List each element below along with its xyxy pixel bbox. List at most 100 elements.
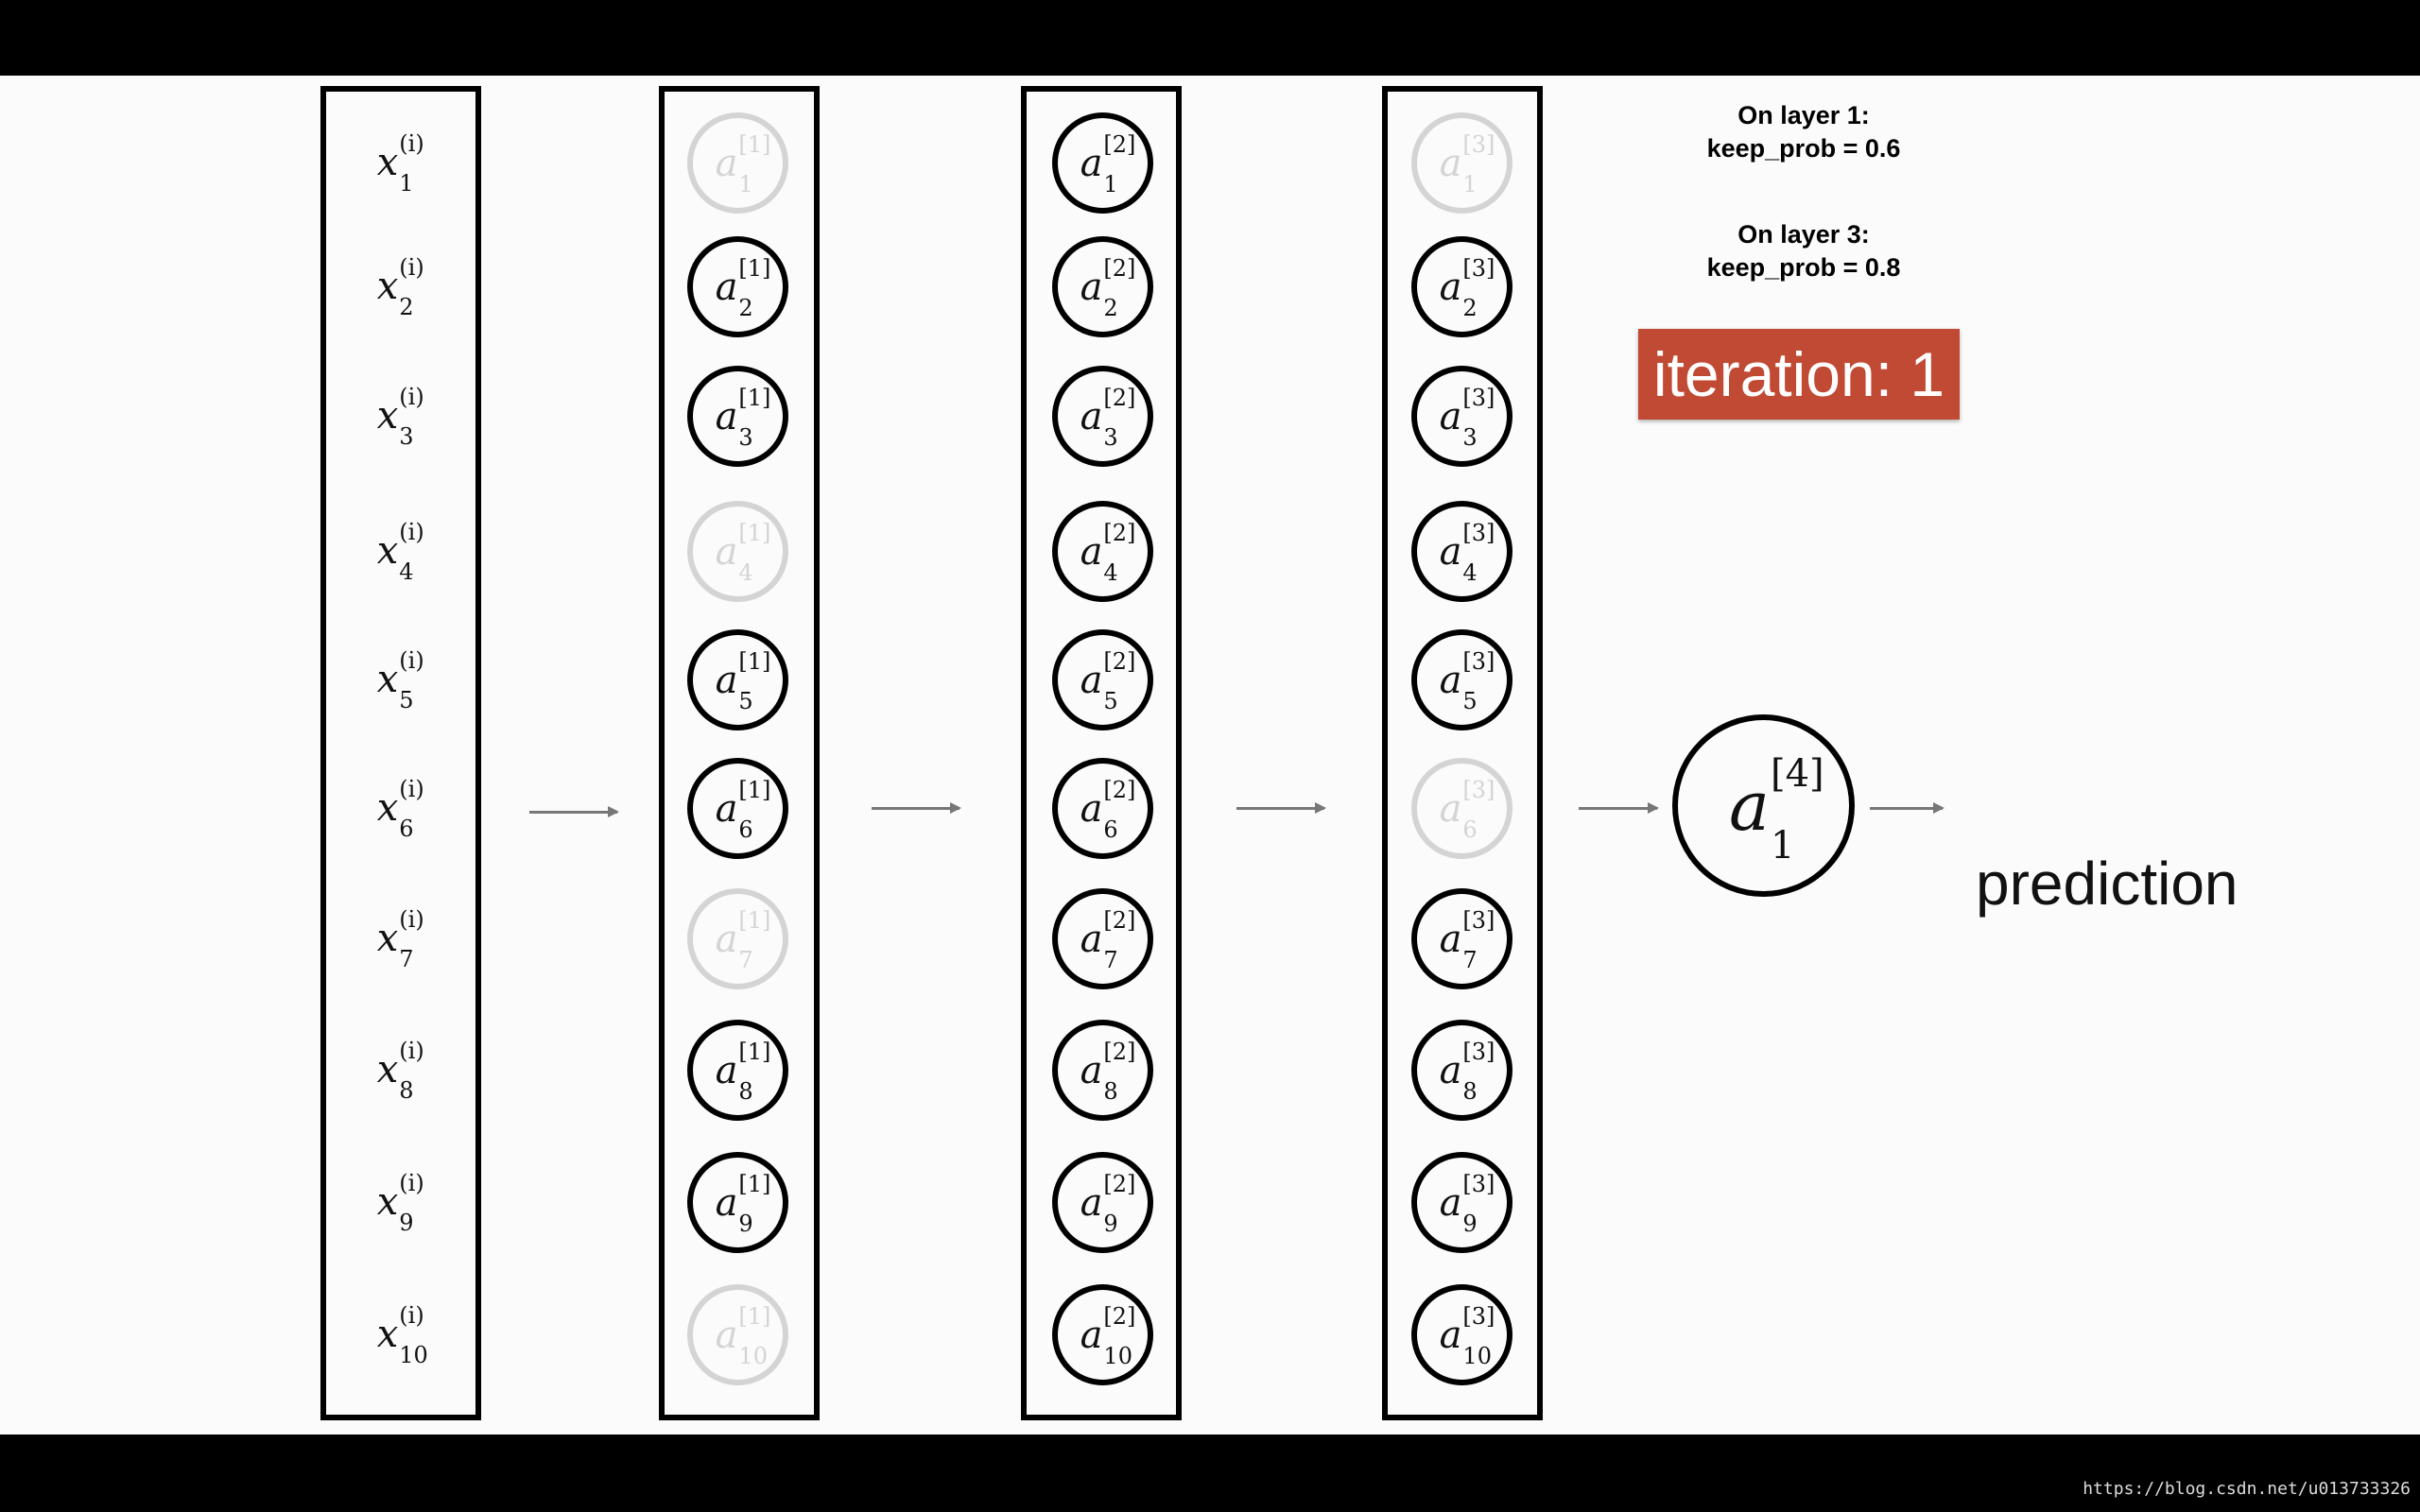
- output-neuron: a [4] 1: [1672, 714, 1855, 897]
- neuron-l1-8-base: a: [715, 1048, 738, 1092]
- neuron-l3-8: a[3]8: [1411, 1020, 1512, 1121]
- neuron-l3-7-sub: 7: [1462, 946, 1478, 973]
- neuron-l3-9-sup: [3]: [1462, 1170, 1495, 1197]
- neuron-l2-9-base: a: [1080, 1180, 1103, 1225]
- neuron-l3-3-base: a: [1439, 394, 1462, 438]
- neuron-l3-3-sup: [3]: [1462, 384, 1495, 411]
- input-feature-7-sub: 7: [399, 946, 414, 972]
- input-feature-6-sub: 6: [399, 816, 414, 842]
- neuron-l2-2-sup: [2]: [1103, 254, 1136, 282]
- input-feature-8-base: x: [376, 1048, 399, 1091]
- neuron-l1-3: a[1]3: [687, 366, 788, 467]
- neuron-l2-5-sub: 5: [1103, 687, 1118, 714]
- neuron-l1-2: a[1]2: [687, 236, 788, 337]
- neuron-l3-8-sub: 8: [1462, 1077, 1478, 1105]
- neuron-l3-9-sub: 9: [1462, 1210, 1478, 1237]
- output-neuron-sup: [4]: [1770, 751, 1824, 796]
- neuron-l2-4-base: a: [1080, 529, 1103, 574]
- input-feature-10-sub: 10: [399, 1342, 428, 1368]
- neuron-l1-3-sub: 3: [738, 423, 753, 451]
- arrow-output-to-prediction: [1870, 802, 1945, 814]
- neuron-l3-10: a[3]10: [1411, 1284, 1512, 1385]
- neuron-l1-10-dropped-base: a: [715, 1313, 738, 1357]
- input-feature-2-sup: (i): [399, 254, 424, 281]
- neuron-l1-10-dropped: a[1]10: [687, 1284, 788, 1385]
- input-feature-1-sup: (i): [399, 130, 424, 157]
- input-feature-7-sup: (i): [399, 906, 424, 933]
- neuron-l3-9: a[3]9: [1411, 1152, 1512, 1253]
- neuron-l2-10-sup: [2]: [1103, 1302, 1136, 1330]
- neuron-l2-2: a[2] 2: [1052, 236, 1153, 337]
- input-feature-1-base: x: [376, 141, 399, 184]
- neuron-l1-4-dropped-sub: 4: [738, 558, 753, 586]
- neuron-l2-4-sub: 4: [1103, 558, 1118, 586]
- arrow-layer2-to-layer3: [1236, 802, 1326, 814]
- neuron-l3-5-sup: [3]: [1462, 647, 1495, 675]
- input-feature-10: x(i)10: [320, 1297, 481, 1372]
- neuron-l3-5-base: a: [1439, 658, 1462, 702]
- input-feature-5-sup: (i): [399, 647, 424, 674]
- neuron-l1-7-dropped-sub: 7: [738, 946, 753, 973]
- neuron-l3-2-sup: [3]: [1462, 254, 1495, 282]
- neuron-l3-10-sup: [3]: [1462, 1302, 1495, 1330]
- neuron-l1-1-dropped-sup: [1]: [738, 130, 771, 158]
- input-feature-4-sup: (i): [399, 519, 424, 545]
- neuron-l3-7-sup: [3]: [1462, 906, 1495, 934]
- neuron-l3-2-base: a: [1439, 265, 1462, 309]
- neuron-l1-9-base: a: [715, 1180, 738, 1225]
- hidden-layer-3-box: [1382, 86, 1543, 1420]
- input-layer-box: [320, 86, 481, 1420]
- neuron-l2-8-sup: [2]: [1103, 1038, 1136, 1065]
- neuron-l2-10-sub: 10: [1103, 1342, 1132, 1369]
- neuron-l3-6-dropped-sub: 6: [1462, 816, 1478, 843]
- neuron-l3-6-dropped-base: a: [1439, 786, 1462, 831]
- neuron-l2-1-base: a: [1080, 141, 1103, 185]
- neuron-l3-4: a[3]4: [1411, 501, 1512, 602]
- neuron-l2-2-base: a: [1080, 265, 1103, 309]
- hidden-layer-2-box: [1021, 86, 1182, 1420]
- input-feature-5-sub: 5: [399, 687, 414, 713]
- iteration-badge: iteration: 1: [1638, 329, 1960, 420]
- input-feature-9: x(i)9: [320, 1164, 481, 1240]
- input-feature-4-base: x: [376, 529, 399, 573]
- neuron-l2-3-base: a: [1080, 394, 1103, 438]
- neuron-l2-5-sup: [2]: [1103, 647, 1136, 675]
- input-feature-10-base: x: [376, 1313, 399, 1356]
- neuron-l1-4-dropped-sup: [1]: [738, 519, 771, 546]
- neuron-l2-6-sup: [2]: [1103, 776, 1136, 803]
- neuron-l3-5: a[3] 5: [1411, 629, 1512, 730]
- neuron-l3-7-base: a: [1439, 917, 1462, 961]
- arrow-layer1-to-layer2: [872, 802, 961, 814]
- input-feature-4-sub: 4: [399, 558, 414, 585]
- neuron-l3-1-dropped-sub: 1: [1462, 170, 1478, 198]
- arrow-input-to-layer1: [529, 806, 619, 817]
- input-feature-2-base: x: [376, 265, 399, 308]
- input-feature-8-sub: 8: [399, 1077, 414, 1104]
- neuron-l1-9-sup: [1]: [738, 1170, 771, 1197]
- neuron-l2-7-sub: 7: [1103, 946, 1118, 973]
- neuron-l1-1-dropped-base: a: [715, 141, 738, 185]
- neuron-l1-6-sup: [1]: [738, 776, 771, 803]
- input-feature-7-base: x: [376, 917, 399, 960]
- neuron-l2-10: a[2]10: [1052, 1284, 1153, 1385]
- neuron-l3-4-sup: [3]: [1462, 519, 1495, 546]
- input-feature-5-base: x: [376, 658, 399, 701]
- diagram-canvas: On layer 1: keep_prob = 0.6 On layer 3: …: [0, 76, 2420, 1435]
- input-feature-2: x(i) 2: [320, 249, 481, 324]
- neuron-l3-5-sub: 5: [1462, 687, 1478, 714]
- neuron-l2-6: a[2]6: [1052, 758, 1153, 859]
- neuron-l1-6-sub: 6: [738, 816, 753, 843]
- neuron-l1-2-base: a: [715, 265, 738, 309]
- neuron-l2-5: a[2]5: [1052, 629, 1153, 730]
- neuron-l2-1: a[2]1: [1052, 112, 1153, 214]
- input-feature-3: x(i)3: [320, 378, 481, 454]
- neuron-l2-7-sup: [2]: [1103, 906, 1136, 934]
- neuron-l3-7: a[3] 7: [1411, 888, 1512, 989]
- neuron-l2-9-sub: 9: [1103, 1210, 1118, 1237]
- neuron-l2-8: a[2]8: [1052, 1020, 1153, 1121]
- neuron-l1-6-base: a: [715, 786, 738, 831]
- input-feature-6-base: x: [376, 786, 399, 830]
- input-feature-2-sub: 2: [399, 294, 414, 320]
- neuron-l1-5: a[1]5: [687, 629, 788, 730]
- neuron-l2-2-sub: 2: [1103, 294, 1118, 321]
